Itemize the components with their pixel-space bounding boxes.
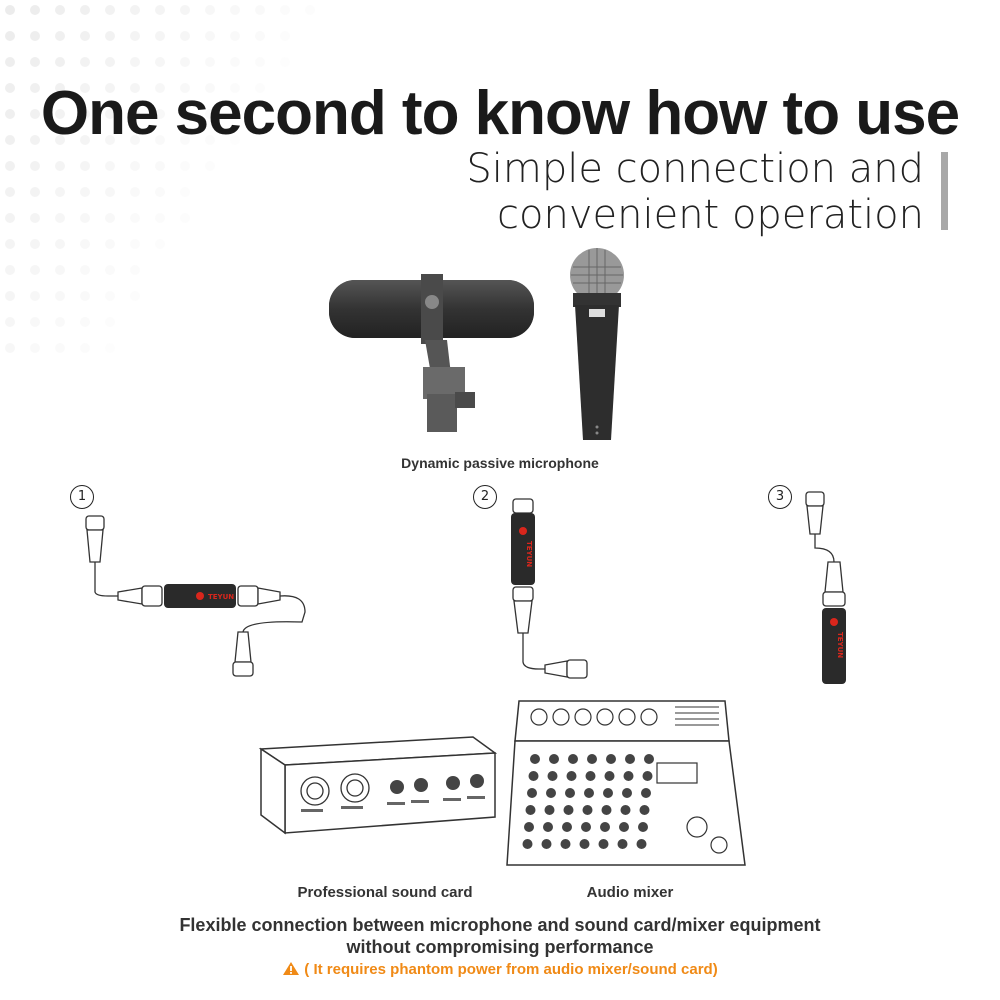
- step-2-connection-illustration: TEYUN: [511, 498, 588, 679]
- microphone-caption: Dynamic passive microphone: [401, 455, 599, 471]
- phantom-power-warning: ( It requires phantom power from audio m…: [0, 961, 1000, 978]
- device-brand-label: TEYUN: [208, 593, 234, 601]
- device-brand-label-3: TEYUN: [836, 632, 844, 658]
- warning-triangle-icon: [283, 962, 300, 975]
- description: Flexible connection between microphone a…: [0, 914, 1000, 958]
- broadcast-microphone-illustration: [329, 274, 534, 432]
- sound-card-caption: Professional sound card: [297, 884, 473, 901]
- warning-text: ( It requires phantom power from audio m…: [304, 961, 718, 978]
- device-brand-label-2: TEYUN: [525, 541, 533, 567]
- step-3-connection-illustration: TEYUN: [805, 491, 846, 684]
- subtitle-accent-bar: [941, 152, 948, 230]
- step-number-2: 2: [473, 485, 497, 509]
- subtitle-line-1: Simple connection and: [466, 146, 924, 192]
- step-number-1: 1: [70, 485, 94, 509]
- step-1-connection-illustration: TEYUN: [85, 515, 306, 677]
- page-title: One second to know how to use: [40, 79, 960, 148]
- dot-pattern-decoration: [5, 5, 315, 353]
- sound-card-illustration: [258, 736, 498, 835]
- subtitle-line-2: convenient operation: [497, 192, 924, 238]
- mixer-caption: Audio mixer: [586, 884, 674, 901]
- step-number-3: 3: [768, 485, 792, 509]
- subtitle: Simple connection and convenient operati…: [466, 146, 924, 238]
- handheld-microphone-illustration: [570, 248, 624, 440]
- description-line-1: Flexible connection between microphone a…: [179, 915, 821, 935]
- audio-mixer-illustration: [506, 700, 746, 866]
- description-line-2: without compromising performance: [346, 937, 654, 957]
